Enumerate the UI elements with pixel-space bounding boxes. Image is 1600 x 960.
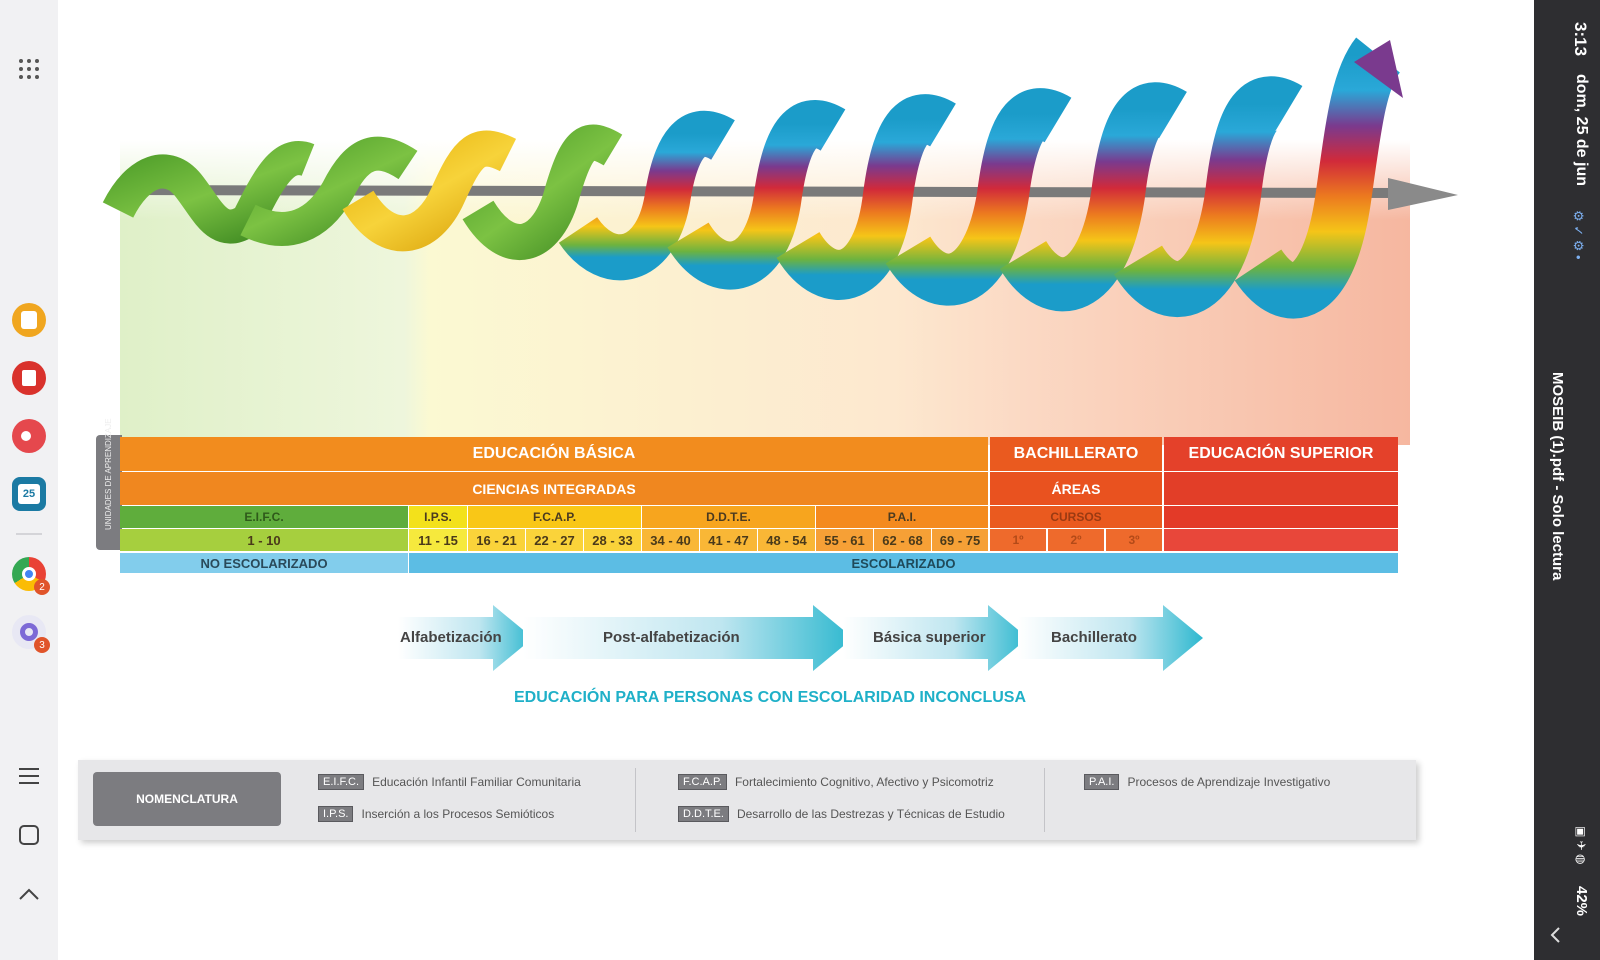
chevron-up-icon bbox=[19, 888, 39, 900]
apps-grid-button[interactable] bbox=[9, 49, 49, 89]
recents-button[interactable] bbox=[9, 756, 49, 796]
range-62-68: 62 - 68 bbox=[874, 529, 931, 551]
curso-1: 1º bbox=[990, 529, 1046, 551]
range-48-54: 48 - 54 bbox=[758, 529, 815, 551]
spiral-graphic bbox=[102, 37, 1458, 445]
arrow-bachillerato: Bachillerato bbox=[1051, 629, 1137, 646]
pai-cell: P.A.I. bbox=[816, 506, 988, 528]
pdf-page: UNIDADES DE APRENDIZAJE EDUCACIÓN BÁSICA… bbox=[58, 0, 1534, 960]
spiral-loops bbox=[102, 37, 1403, 319]
side-label-bar: UNIDADES DE APRENDIZAJE bbox=[96, 418, 122, 550]
nomenclature-title: NOMENCLATURA bbox=[93, 772, 281, 826]
calendar-icon: 25 bbox=[12, 477, 46, 511]
battery-level: 42% bbox=[1573, 886, 1590, 917]
educacion-basica-header: EDUCACIÓN BÁSICA bbox=[120, 437, 988, 471]
arrow-alfabetizacion: Alfabetización bbox=[400, 629, 502, 646]
office-app-icon bbox=[12, 361, 46, 395]
range-16-21: 16 - 21 bbox=[468, 529, 525, 551]
office-app-button[interactable] bbox=[9, 358, 49, 398]
photos-app-button[interactable]: 3 bbox=[9, 612, 50, 653]
progress-arrows bbox=[398, 605, 1203, 671]
fcap-cell: F.C.A.P. bbox=[468, 506, 641, 528]
range-28-33: 28 - 33 bbox=[584, 529, 641, 551]
status-time: 3:13 bbox=[1571, 22, 1590, 57]
record-app-icon bbox=[12, 419, 46, 453]
educacion-superior-header: EDUCACIÓN SUPERIOR bbox=[1164, 437, 1398, 471]
side-label: UNIDADES DE APRENDIZAJE bbox=[104, 418, 113, 530]
status-bar: 3:13 dom, 25 de jun ⚙ ✓ ⚙ • MOSEIB (1).p… bbox=[1534, 0, 1600, 960]
home-icon bbox=[19, 825, 39, 845]
photos-badge: 3 bbox=[34, 637, 50, 653]
status-date: dom, 25 de jun bbox=[1573, 74, 1590, 187]
range-41-47: 41 - 47 bbox=[700, 529, 757, 551]
back-button[interactable] bbox=[9, 874, 49, 914]
escolarizado-cell: ESCOLARIZADO bbox=[409, 553, 1398, 573]
inconclusa-title: EDUCACIÓN PARA PERSONAS CON ESCOLARIDAD … bbox=[514, 689, 1027, 706]
range-34-40: 34 - 40 bbox=[642, 529, 699, 551]
range-69-75: 69 - 75 bbox=[932, 529, 988, 551]
ddte-cell: D.D.T.E. bbox=[642, 506, 815, 528]
curso-2: 2º bbox=[1048, 529, 1104, 551]
cursos-cell: CURSOS bbox=[990, 506, 1162, 528]
nomenclature-item: P.A.I.Procesos de Aprendizaje Investigat… bbox=[1084, 774, 1330, 790]
superior-row2 bbox=[1164, 472, 1398, 505]
recents-icon bbox=[19, 768, 39, 784]
range-1-10: 1 - 10 bbox=[120, 529, 408, 551]
no-escolarizado-cell: NO ESCOLARIZADO bbox=[120, 553, 408, 573]
curso-3: 3º bbox=[1106, 529, 1162, 551]
apps-grid-icon bbox=[19, 59, 39, 79]
nomenclature-item: F.C.A.P.Fortalecimiento Cognitivo, Afect… bbox=[678, 774, 994, 790]
eifc-cell: E.I.F.C. bbox=[120, 506, 408, 528]
nomenclature-item: E.I.F.C.Educación Infantil Familiar Comu… bbox=[318, 774, 581, 790]
notes-app-icon bbox=[12, 303, 46, 337]
divider bbox=[635, 768, 636, 832]
status-icons: ⚙ ✓ ⚙ • bbox=[1571, 210, 1586, 260]
arrow-post-alfabetizacion: Post-alfabetización bbox=[603, 629, 740, 646]
home-button[interactable] bbox=[9, 815, 49, 855]
nomenclature-item: I.P.S.Inserción a los Procesos Semiótico… bbox=[318, 806, 554, 822]
chrome-app-button[interactable]: 2 bbox=[9, 554, 50, 595]
areas-cell: ÁREAS bbox=[990, 472, 1162, 505]
photos-icon: 3 bbox=[12, 615, 50, 653]
ciencias-integradas-row: CIENCIAS INTEGRADAS bbox=[120, 472, 988, 505]
superior-row3 bbox=[1164, 506, 1398, 528]
bachillerato-header: BACHILLERATO bbox=[990, 437, 1162, 471]
range-22-27: 22 - 27 bbox=[526, 529, 583, 551]
nomenclature-item: D.D.T.E.Desarrollo de las Destrezas y Té… bbox=[678, 806, 1005, 822]
chevron-left-icon bbox=[1550, 927, 1560, 943]
collapse-button[interactable] bbox=[1544, 924, 1566, 946]
calendar-day: 25 bbox=[18, 484, 40, 504]
range-55-61: 55 - 61 bbox=[816, 529, 873, 551]
notes-app-button[interactable] bbox=[9, 300, 49, 340]
range-11-15: 11 - 15 bbox=[409, 529, 467, 551]
taskbar: 25 2 3 bbox=[0, 0, 58, 960]
taskbar-separator bbox=[16, 533, 42, 535]
superior-row4 bbox=[1164, 529, 1398, 551]
connectivity-icons: ▣ ✈ ◍ bbox=[1574, 826, 1588, 865]
chrome-icon: 2 bbox=[12, 557, 50, 595]
record-app-button[interactable] bbox=[9, 416, 49, 456]
chrome-badge: 2 bbox=[34, 579, 50, 595]
divider bbox=[1044, 768, 1045, 832]
document-title: MOSEIB (1).pdf - Solo lectura bbox=[1549, 372, 1566, 581]
ips-cell: I.P.S. bbox=[409, 506, 467, 528]
calendar-app-button[interactable]: 25 bbox=[9, 474, 49, 514]
arrow-basica-superior: Básica superior bbox=[873, 629, 986, 646]
nomenclature-box: NOMENCLATURA E.I.F.C.Educación Infantil … bbox=[78, 760, 1416, 840]
